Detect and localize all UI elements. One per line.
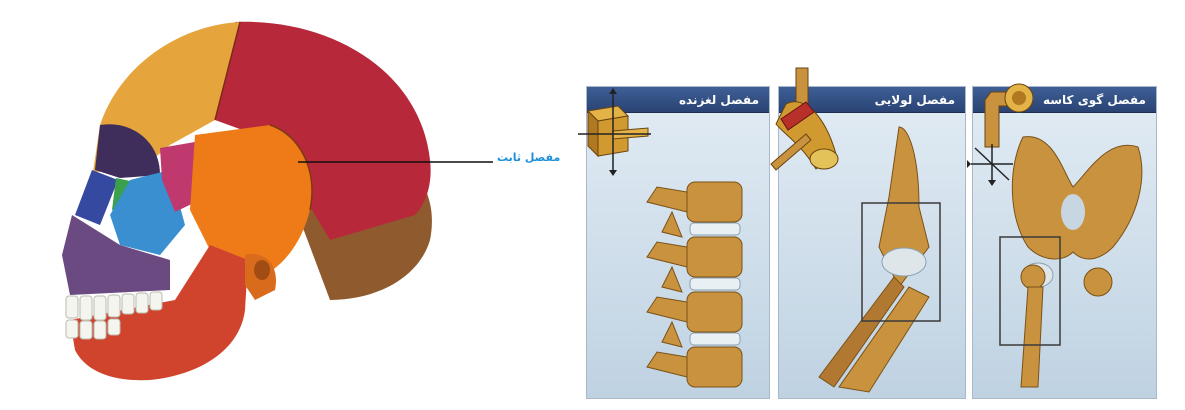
- skull-illustration: [0, 0, 590, 410]
- sliding-joint-icon: [573, 86, 653, 176]
- hinge-joint-icon: [766, 64, 844, 184]
- fixed-joint-label: مفصل ثابت: [497, 151, 560, 164]
- ball-socket-joint-icon: [963, 72, 1033, 187]
- ear-canal: [254, 260, 270, 280]
